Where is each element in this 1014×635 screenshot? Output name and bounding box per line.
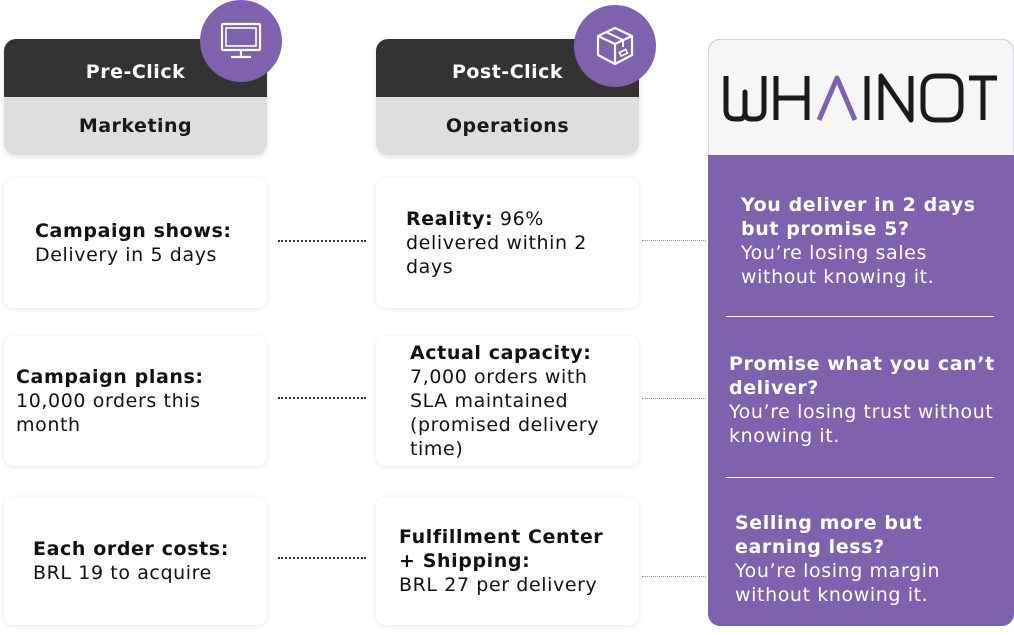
card-label: Fulfillment Center + Shipping:	[399, 526, 604, 572]
package-icon-badge	[574, 5, 656, 87]
package-icon	[596, 26, 634, 66]
insight-2: Promise what you can’t deliver? You’re l…	[729, 352, 1009, 448]
pre-click-card-2: Campaign plans: 10,000 orders this month	[4, 336, 267, 466]
monitor-icon-badge	[200, 0, 282, 82]
card-label: Campaign plans:	[16, 366, 204, 388]
post-click-subtitle: Operations	[376, 97, 639, 155]
card-label: Campaign shows:	[35, 220, 232, 242]
insight-heading: You deliver in 2 days but promise 5?	[741, 194, 976, 240]
card-text: Delivery in 5 days	[35, 244, 218, 266]
connector-line	[642, 398, 706, 399]
pre-click-card-1: Campaign shows: Delivery in 5 days	[4, 178, 267, 308]
card-text: 10,000 orders this month	[16, 390, 201, 436]
insight-divider	[726, 316, 994, 317]
connector-line	[278, 557, 366, 559]
monitor-icon	[220, 22, 262, 59]
insight-divider	[726, 477, 994, 478]
post-click-card-3: Fulfillment Center + Shipping: BRL 27 pe…	[376, 497, 639, 625]
card-label: Each order costs:	[33, 538, 229, 560]
post-click-card-1: Reality: 96% delivered within 2 days	[376, 178, 639, 308]
connector-line	[642, 240, 706, 241]
pre-click-card-3: Each order costs: BRL 19 to acquire	[4, 497, 267, 625]
insight-text: You’re losing trust without knowing it.	[729, 401, 994, 447]
card-text: 96% delivered within 2 days	[406, 208, 587, 278]
card-label: Reality:	[406, 208, 494, 230]
connector-line	[278, 240, 366, 242]
logo-area: WHAINOT	[708, 39, 1014, 155]
insight-3: Selling more but earning less? You’re lo…	[735, 511, 965, 607]
insight-1: You deliver in 2 days but promise 5? You…	[741, 193, 1001, 289]
card-label: Actual capacity:	[410, 342, 592, 364]
insight-text: You’re losing margin without knowing it.	[735, 560, 941, 606]
card-text: BRL 27 per delivery	[399, 574, 598, 596]
pre-click-subtitle: Marketing	[4, 97, 267, 155]
card-text: BRL 19 to acquire	[33, 562, 212, 584]
insight-text: You’re losing sales without knowing it.	[741, 242, 935, 288]
whainot-logo	[723, 73, 997, 122]
connector-line	[642, 576, 706, 577]
connector-line	[278, 397, 366, 399]
insight-heading: Selling more but earning less?	[735, 512, 923, 558]
post-click-card-2: Actual capacity: 7,000 orders with SLA m…	[376, 336, 639, 466]
insight-heading: Promise what you can’t deliver?	[729, 353, 995, 399]
insights-panel: WHAINOT You deliver in 2 days but promis…	[708, 39, 1014, 626]
card-text: 7,000 orders with SLA maintained (promis…	[410, 366, 600, 460]
